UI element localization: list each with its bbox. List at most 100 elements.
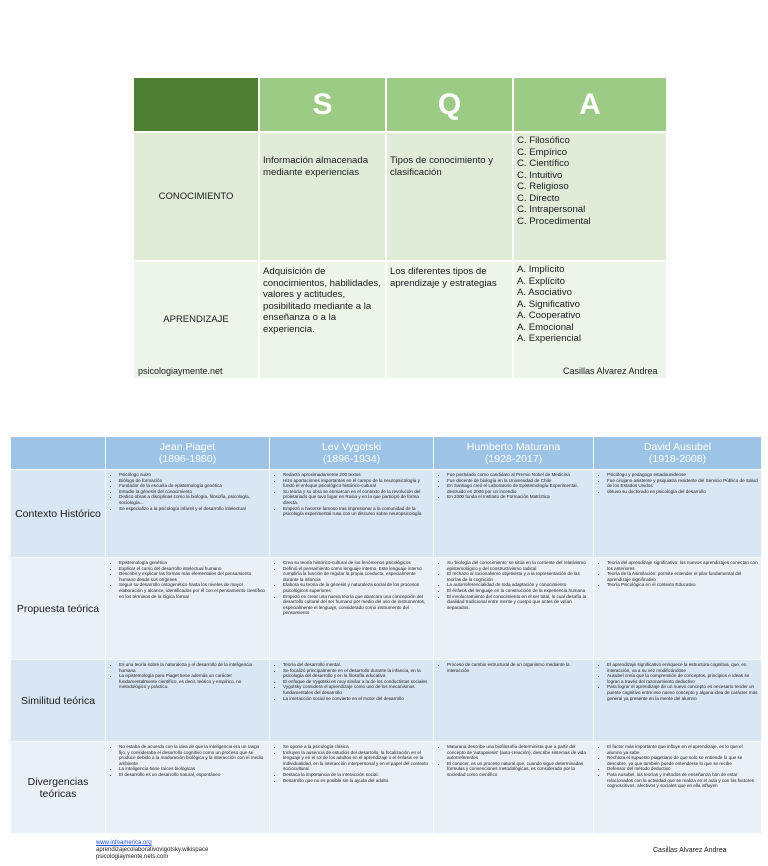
- bullet-item: Desarrollo que no es posible sin la ayud…: [283, 778, 430, 784]
- bullet-item: Teoría del desarrollo mental.: [283, 662, 430, 668]
- bullet-item: Epistemología genética: [119, 560, 266, 566]
- sqa-source: psicologiaymente.net: [138, 366, 223, 376]
- cmp-row-label: Similitud teórica: [10, 659, 106, 742]
- bullet-item: Se focalizó principalmente en el desarro…: [283, 668, 430, 679]
- cmp-cell: Proceso de cambio estructural de un orga…: [433, 659, 594, 742]
- list-item: C. Intrapersonal: [517, 204, 586, 215]
- bullet-item: Fue postulado como candidato al Premio N…: [447, 472, 590, 478]
- bullet-item: obtuvo su doctorado en psicología del de…: [607, 489, 758, 495]
- sqa-aprendizaje-q: Los diferentes tipos de aprendizaje y es…: [385, 260, 514, 380]
- list-item: C. Procedimental: [517, 215, 591, 227]
- cmp-cell: Teoría del aprendizaje significativo: lo…: [593, 557, 762, 660]
- cmp-cell: El aprendizaje significativo enriquece l…: [593, 659, 762, 742]
- bullet-item: Maturana describe una biofilosofía deter…: [447, 744, 590, 761]
- bullet-list: Teoría del desarrollo mental.Se focalizó…: [270, 660, 433, 701]
- bullet-item: En 2000 funda el Instituto de Formación …: [447, 494, 590, 500]
- sqa-corner-cell: [132, 76, 260, 133]
- cmp-cell: Teoría del desarrollo mental.Se focalizó…: [269, 659, 434, 742]
- bullet-item: Para lograr el aprendizaje de un nuevo c…: [607, 684, 758, 701]
- list-item: A. Significativo: [517, 298, 580, 310]
- sqa-conocimiento-q: Tipos de conocimiento y clasificación: [385, 131, 514, 262]
- sqa-aprendizaje-s: Adquisición de conocimientos, habilidade…: [258, 260, 387, 380]
- comparison-sources: www.infoamerica.org aprendizajecolaborat…: [96, 840, 208, 861]
- bullet-item: La epistemología para Piaget tiene ademá…: [119, 673, 266, 690]
- bullet-item: El involucramiento del conocimiento en e…: [447, 594, 590, 611]
- cmp-header-ausubel: David Ausubel (1918-2008): [593, 436, 762, 470]
- list-item: C. Filosófico: [517, 135, 570, 146]
- bullet-item: El desarrollo es un desarrollo natural, …: [119, 772, 266, 778]
- author-name: David Ausubel: [643, 441, 712, 453]
- bullet-item: En Santiago creó el Laboratorio de Epist…: [447, 483, 590, 494]
- author-years: (1918-2008): [648, 453, 707, 465]
- bullet-item: Incluyen la ausencia de estudios del des…: [283, 750, 430, 772]
- bullet-item: El factor más importante que influye en …: [607, 744, 758, 755]
- bullet-item: Crea su teoría histórico-cultural de los…: [283, 560, 430, 566]
- bullet-list: Se opone a la psicología clásicaIncluyen…: [270, 742, 433, 783]
- bullet-item: El aprendizaje significativo enriquece l…: [607, 662, 758, 673]
- bullet-list: Su 'biología del conocimiento' se sitúa …: [434, 558, 593, 610]
- author-years: (1928-2017): [484, 453, 543, 465]
- cmp-corner-cell: [10, 436, 106, 470]
- list-item: C. Intuitivo: [517, 169, 563, 181]
- bullet-list: Redactó aproximadamente 200 textosHizo a…: [270, 470, 433, 517]
- author-name: Jean Piaget: [159, 441, 216, 453]
- bullet-item: Su teoría y su obra se enmarcan en el co…: [283, 489, 430, 506]
- cmp-header-maturana: Humberto Maturana (1928-2017): [433, 436, 594, 470]
- cmp-cell: Maturana describe una biofilosofía deter…: [433, 741, 594, 834]
- bullet-item: Seguir su desarrollo ontogenético hasta …: [119, 582, 266, 599]
- bullet-item: Teoría de la Asimilación: permite entend…: [607, 571, 758, 582]
- list-item: A. Cooperativo: [517, 310, 581, 321]
- sqa-row-label-aprendizaje: APRENDIZAJE: [132, 260, 260, 380]
- bullet-list: Proceso de cambio estructural de un orga…: [434, 660, 593, 673]
- bullet-item: Destaca la importancia de la interacción…: [283, 772, 430, 778]
- bullet-list: Teoría del aprendizaje significativo: lo…: [594, 558, 761, 588]
- source-text: aprendizajecolaborativovigotsky.wikispac…: [96, 847, 209, 853]
- list-item: A. Experiencial: [517, 333, 581, 344]
- bullet-item: El énfasis del lenguaje en la construcci…: [447, 588, 590, 594]
- bullet-item: Es una teoría sobre la naturaleza y el d…: [119, 662, 266, 673]
- cmp-cell: Fue postulado como candidato al Premio N…: [433, 469, 594, 558]
- bullet-item: Ausubel creía que la comprensión de conc…: [607, 673, 758, 684]
- cmp-cell: Redactó aproximadamente 200 textosHizo a…: [269, 469, 434, 558]
- bullet-list: Psicólogo y pedagogo estadounidenseFue c…: [594, 470, 761, 494]
- comparison-author: Casillas Alvarez Andrea: [653, 847, 727, 854]
- bullet-list: Epistemología genéticaExplicar el curso …: [106, 558, 269, 599]
- comparison-table: Jean Piaget (1896-1980) Lev Vygotski (18…: [10, 436, 762, 834]
- bullet-item: Psicólogo suizo: [119, 472, 266, 478]
- cmp-cell: Epistemología genéticaExplicar el curso …: [105, 557, 270, 660]
- sqa-conocimiento-s: Información almacenada mediante experien…: [258, 131, 387, 262]
- bullet-item: La inteligencia tiene raíces biológicas: [119, 766, 266, 772]
- bullet-item: Hizo aportaciones importantes en el camp…: [283, 478, 430, 489]
- bullet-item: Proceso de cambio estructural de un orga…: [447, 662, 590, 673]
- source-link[interactable]: www.infoamerica.org: [96, 840, 152, 846]
- bullet-item: Describir y explicar las formas más elem…: [119, 571, 266, 582]
- bullet-item: Teoría Psicológica en el contexto Educat…: [607, 582, 758, 588]
- list-item: A. Implícito: [517, 264, 565, 275]
- cmp-header-vygotski: Lev Vygotski (1896-1934): [269, 436, 434, 470]
- sqa-table: S Q A CONOCIMIENTO Información almacenad…: [132, 76, 668, 380]
- bullet-item: Estudio la génesis del conocimiento: [119, 489, 266, 495]
- bullet-list: Es una teoría sobre la naturaleza y el d…: [106, 660, 269, 690]
- bullet-item: Para Ausubel, las teorías y métodos de e…: [607, 772, 758, 789]
- cmp-row-contexto: Contexto Histórico Psicólogo suizoBiólog…: [10, 469, 762, 558]
- bullet-item: Vygotsky considera el aprendizaje como u…: [283, 684, 430, 695]
- bullet-list: Psicólogo suizoBiólogo de formaciónFunda…: [106, 470, 269, 511]
- bullet-item: El conocer, es un proceso natural que, c…: [447, 761, 590, 778]
- bullet-list: Crea su teoría histórico-cultural de los…: [270, 558, 433, 616]
- sqa-author: Casillas Alvarez Andrea: [563, 366, 658, 376]
- bullet-item: Defensor del método deductivo: [607, 766, 758, 772]
- cmp-row-label: Propuesta teórica: [10, 557, 106, 660]
- author-name: Humberto Maturana: [466, 441, 561, 453]
- bullet-item: Fue docente de biología en la Universida…: [447, 478, 590, 484]
- bullet-item: Su 'biología del conocimiento' se sitúa …: [447, 560, 590, 571]
- bullet-list: Maturana describe una biofilosofía deter…: [434, 742, 593, 778]
- bullet-item: La interacción social se convierte en el…: [283, 696, 430, 702]
- list-item: A. Explícito: [517, 275, 565, 287]
- bullet-item: El enfoque de Vygotski es muy similar a …: [283, 679, 430, 685]
- bullet-item: Elabora su teoría de la génesis y natura…: [283, 582, 430, 593]
- bullet-item: Definió el pensamiento como lenguaje int…: [283, 566, 430, 583]
- bullet-item: Biólogo de formación: [119, 478, 266, 484]
- bullet-item: La autorreferencialidad de toda adaptaci…: [447, 582, 590, 588]
